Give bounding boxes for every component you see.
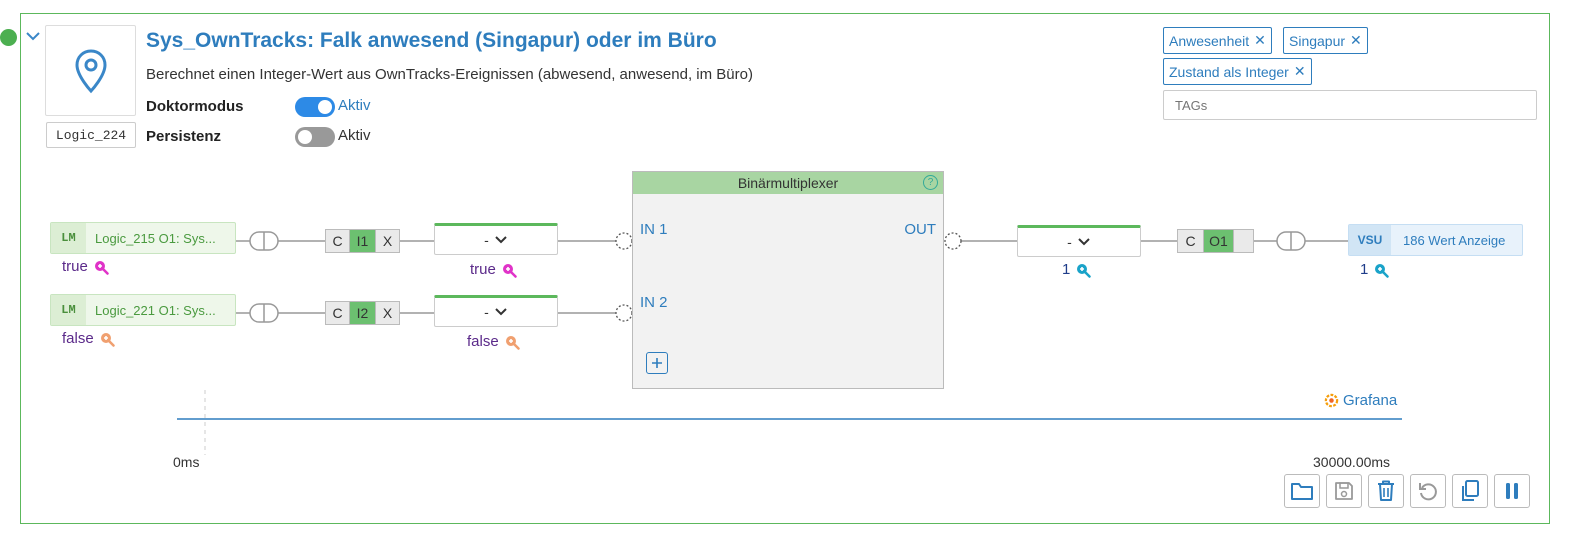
tag-label: Singapur: [1289, 32, 1346, 49]
connector-plug-icon: [249, 231, 1306, 323]
connector-i1[interactable]: C I1 X: [325, 229, 400, 253]
input-value-2[interactable]: false: [62, 330, 115, 347]
persistenz-label: Persistenz: [146, 128, 222, 145]
dropdown-value: -: [484, 232, 489, 248]
save-icon: [1335, 482, 1353, 500]
tag-anwesenheit[interactable]: Anwesenheit✕: [1163, 27, 1272, 54]
input-source-1[interactable]: LM Logic_215 O1: Sys...: [50, 222, 236, 254]
open-button[interactable]: [1284, 474, 1320, 508]
lm-badge: LM: [51, 295, 86, 325]
doktormodus-state: Aktiv: [338, 97, 371, 114]
tag-singapur[interactable]: Singapur✕: [1283, 27, 1368, 54]
connector-c[interactable]: C: [326, 302, 350, 324]
connector-x[interactable]: X: [382, 305, 393, 321]
magnifier-plus-icon[interactable]: [501, 262, 517, 278]
output-target[interactable]: VSU 186 Wert Anzeige: [1348, 224, 1523, 256]
pause-icon: [1506, 483, 1518, 499]
output-target-label: 186 Wert Anzeige: [1403, 232, 1506, 248]
persistenz-state: Aktiv: [338, 127, 371, 144]
add-input-button[interactable]: [646, 352, 668, 374]
lm-badge: LM: [51, 223, 86, 253]
grafana-link[interactable]: Grafana: [1324, 392, 1397, 409]
vsu-badge: VSU: [1349, 225, 1391, 255]
close-icon[interactable]: ✕: [1350, 32, 1362, 48]
input-dropdown-1[interactable]: -: [434, 223, 558, 255]
output-value[interactable]: 1: [1360, 261, 1390, 278]
input-source-label: Logic_221 O1: Sys...: [95, 302, 216, 318]
status-indicator: [0, 29, 17, 46]
close-icon[interactable]: ✕: [1254, 32, 1266, 48]
connector-i2[interactable]: C I2 X: [325, 301, 400, 325]
tag-label: Anwesenheit: [1169, 32, 1250, 49]
connector-port[interactable]: I1: [350, 230, 376, 252]
pause-button[interactable]: [1494, 474, 1530, 508]
magnifier-plus-icon[interactable]: [99, 331, 115, 347]
dropdown-value: -: [484, 304, 489, 320]
copy-button[interactable]: [1452, 474, 1488, 508]
logic-icon-box: [45, 25, 136, 116]
input-source-2[interactable]: LM Logic_221 O1: Sys...: [50, 294, 236, 326]
trash-icon: [1378, 480, 1394, 501]
doktormodus-toggle[interactable]: [295, 97, 335, 117]
page-title: Sys_OwnTracks: Falk anwesend (Singapur) …: [146, 29, 717, 52]
output-dropdown[interactable]: -: [1017, 225, 1141, 257]
port-out[interactable]: OUT: [904, 221, 936, 238]
timeline-start-label: 0ms: [173, 454, 200, 470]
tags-input[interactable]: [1163, 90, 1537, 120]
close-icon[interactable]: ✕: [1293, 63, 1306, 79]
value-text: 1: [1062, 261, 1071, 278]
connector-x[interactable]: X: [382, 233, 393, 249]
delete-button[interactable]: [1368, 474, 1404, 508]
location-pin-icon: [74, 48, 107, 93]
reset-button[interactable]: [1410, 474, 1446, 508]
connector-port[interactable]: I2: [350, 302, 376, 324]
tag-zustand-als-integer[interactable]: Zustand als Integer✕: [1163, 58, 1312, 85]
help-icon[interactable]: ?: [923, 175, 938, 190]
dropdown-value: -: [1067, 234, 1072, 250]
magnifier-plus-icon[interactable]: [1075, 262, 1092, 278]
magnifier-plus-icon[interactable]: [1373, 262, 1390, 278]
input-dropdown-2[interactable]: -: [434, 295, 558, 327]
input-value-1[interactable]: true: [62, 258, 109, 275]
magnifier-plus-icon[interactable]: [504, 334, 520, 350]
undo-icon: [1419, 483, 1437, 501]
timeline-end-label: 30000.00ms: [1313, 454, 1391, 470]
function-block[interactable]: Binärmultiplexer ? IN 1 IN 2 OUT: [632, 171, 944, 389]
magnifier-plus-icon[interactable]: [93, 259, 109, 275]
save-button[interactable]: [1326, 474, 1362, 508]
input-source-label: Logic_215 O1: Sys...: [95, 230, 216, 246]
grafana-icon: [1324, 393, 1339, 408]
chevron-down-icon: [495, 308, 507, 316]
block-title: Binärmultiplexer: [737, 175, 839, 191]
doktormodus-label: Doktormodus: [146, 98, 244, 115]
grafana-label: Grafana: [1343, 392, 1398, 409]
copy-icon: [1462, 480, 1479, 501]
connector-o1[interactable]: C O1: [1177, 229, 1254, 253]
connector-empty: [1234, 230, 1253, 252]
value-text: false: [467, 333, 499, 350]
connector-c[interactable]: C: [1178, 230, 1204, 252]
plus-icon: [652, 358, 662, 368]
connector-port[interactable]: O1: [1204, 230, 1234, 252]
output-dropdown-value[interactable]: 1: [1062, 261, 1092, 278]
logic-description: Berechnet einen Integer-Wert aus OwnTrac…: [146, 66, 753, 83]
chevron-down-icon: [1078, 238, 1090, 246]
value-text: 1: [1360, 261, 1369, 278]
dropdown-value-2[interactable]: false: [467, 333, 520, 350]
value-text: true: [470, 261, 496, 278]
chevron-down-icon: [495, 236, 507, 244]
block-header: Binärmultiplexer ?: [633, 172, 943, 194]
port-in2[interactable]: IN 2: [640, 294, 668, 311]
connector-c[interactable]: C: [326, 230, 350, 252]
chevron-down-icon[interactable]: [25, 28, 41, 44]
persistenz-toggle[interactable]: [295, 127, 335, 147]
value-text: false: [62, 330, 94, 347]
port-in1[interactable]: IN 1: [640, 221, 668, 238]
value-text: true: [62, 258, 88, 275]
folder-icon: [1291, 483, 1313, 500]
tag-label: Zustand als Integer: [1169, 63, 1289, 80]
dropdown-value-1[interactable]: true: [470, 261, 517, 278]
logic-id-label: Logic_224: [46, 122, 136, 148]
